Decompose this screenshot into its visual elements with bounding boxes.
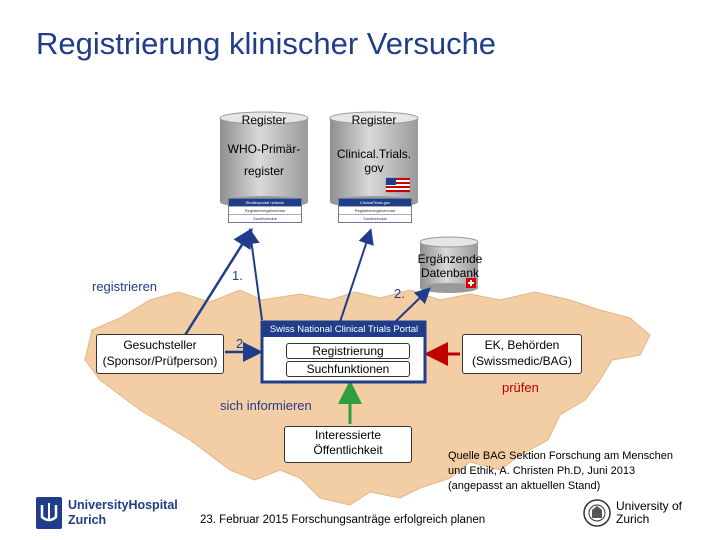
registry-who-form-row1: Registrierungsformular bbox=[229, 207, 301, 215]
registry-ctgov-header: Register bbox=[351, 113, 397, 127]
authorities-line1: EK, Behörden bbox=[484, 338, 560, 352]
authorities-line2: (Swissmedic/BAG) bbox=[471, 354, 572, 368]
registry-ctgov-line2: gov bbox=[364, 161, 384, 175]
usz-logo-text: UniversityHospital Zurich bbox=[68, 498, 178, 528]
registry-who-line1: WHO-Primär- bbox=[227, 142, 301, 156]
swiss-flag-icon bbox=[466, 278, 476, 288]
arrow-portal-to-ctgov bbox=[339, 228, 374, 323]
uzh-line2: Zurich bbox=[616, 512, 650, 526]
public-line1: Interessierte bbox=[314, 428, 382, 442]
label-step1: 1. bbox=[232, 268, 243, 283]
page-title: Registrierung klinischer Versuche bbox=[36, 26, 497, 61]
us-flag-icon bbox=[385, 177, 411, 193]
label-step2-database: 2. bbox=[394, 286, 405, 301]
source-note: Quelle BAG Sektion Forschung am Menschen… bbox=[448, 449, 718, 494]
authorities-box: EK, Behörden (Swissmedic/BAG) bbox=[462, 334, 582, 374]
registry-who-form-row2: Suchformular bbox=[253, 216, 277, 221]
registry-ctgov-form-title: ClinicalTrials.gov bbox=[339, 199, 411, 207]
footer-date-text: 23. Februar 2015 Forschungsanträge erfol… bbox=[200, 514, 486, 526]
label-step2-portal: 2. bbox=[236, 336, 247, 351]
portal-search-button[interactable]: Suchfunktionen bbox=[286, 361, 410, 377]
registry-who-form: Studienportal network Registrierungsform… bbox=[228, 198, 302, 223]
source-line2: und Ethik, A. Christen Ph.D, Juni 2013 bbox=[448, 465, 636, 477]
applicant-line1: Gesuchsteller bbox=[123, 338, 197, 352]
registry-who-line2: register bbox=[243, 164, 284, 178]
database-label-line1: Ergänzende bbox=[417, 252, 483, 266]
registry-ctgov-form: ClinicalTrials.gov Registrierungsformula… bbox=[338, 198, 412, 223]
public-box: Interessierte Öffentlichkeit bbox=[284, 426, 412, 463]
uzh-seal-icon bbox=[582, 498, 612, 528]
portal-title-bar bbox=[263, 323, 424, 337]
applicant-box: Gesuchsteller (Sponsor/Prüfperson) bbox=[96, 334, 224, 374]
registry-who-header: Register bbox=[241, 113, 287, 127]
uzh-seal-mark bbox=[583, 499, 611, 527]
arrow-portal-to-database bbox=[394, 287, 431, 323]
arrow-applicant-to-portal bbox=[180, 227, 253, 341]
label-pruefen: prüfen bbox=[502, 380, 539, 395]
portal-register-button[interactable]: Registrierung bbox=[286, 343, 410, 359]
registry-who-form-title: Studienportal network bbox=[229, 199, 301, 207]
uzh-logo-text: University of Zurich bbox=[616, 500, 682, 526]
portal-title: Swiss National Clinical Trials Portal bbox=[269, 324, 419, 335]
applicant-line2: (Sponsor/Prüfperson) bbox=[102, 354, 218, 368]
database-label-line2: Datenbank bbox=[420, 266, 480, 280]
usz-logo-icon bbox=[36, 497, 62, 529]
registry-ctgov-line1: Clinical.Trials. bbox=[336, 147, 412, 161]
source-line1: Quelle BAG Sektion Forschung am Menschen bbox=[448, 450, 674, 462]
usz-line2: Zurich bbox=[68, 513, 107, 527]
label-informieren: sich informieren bbox=[220, 398, 312, 413]
database-label: Ergänzende Datenbank bbox=[406, 252, 494, 280]
registry-ctgov-form-row2: Suchformular bbox=[363, 216, 387, 221]
registry-ctgov-form-row1: Registrierungsformular bbox=[339, 207, 411, 215]
uzh-line1: University of bbox=[616, 499, 683, 513]
usz-line1: UniversityHospital bbox=[68, 498, 178, 512]
usz-logo-mark bbox=[40, 503, 58, 522]
label-registrieren: registrieren bbox=[92, 279, 158, 294]
public-line2: Öffentlichkeit bbox=[313, 443, 383, 457]
source-line3: (angepasst an aktuellen Stand) bbox=[448, 480, 601, 492]
